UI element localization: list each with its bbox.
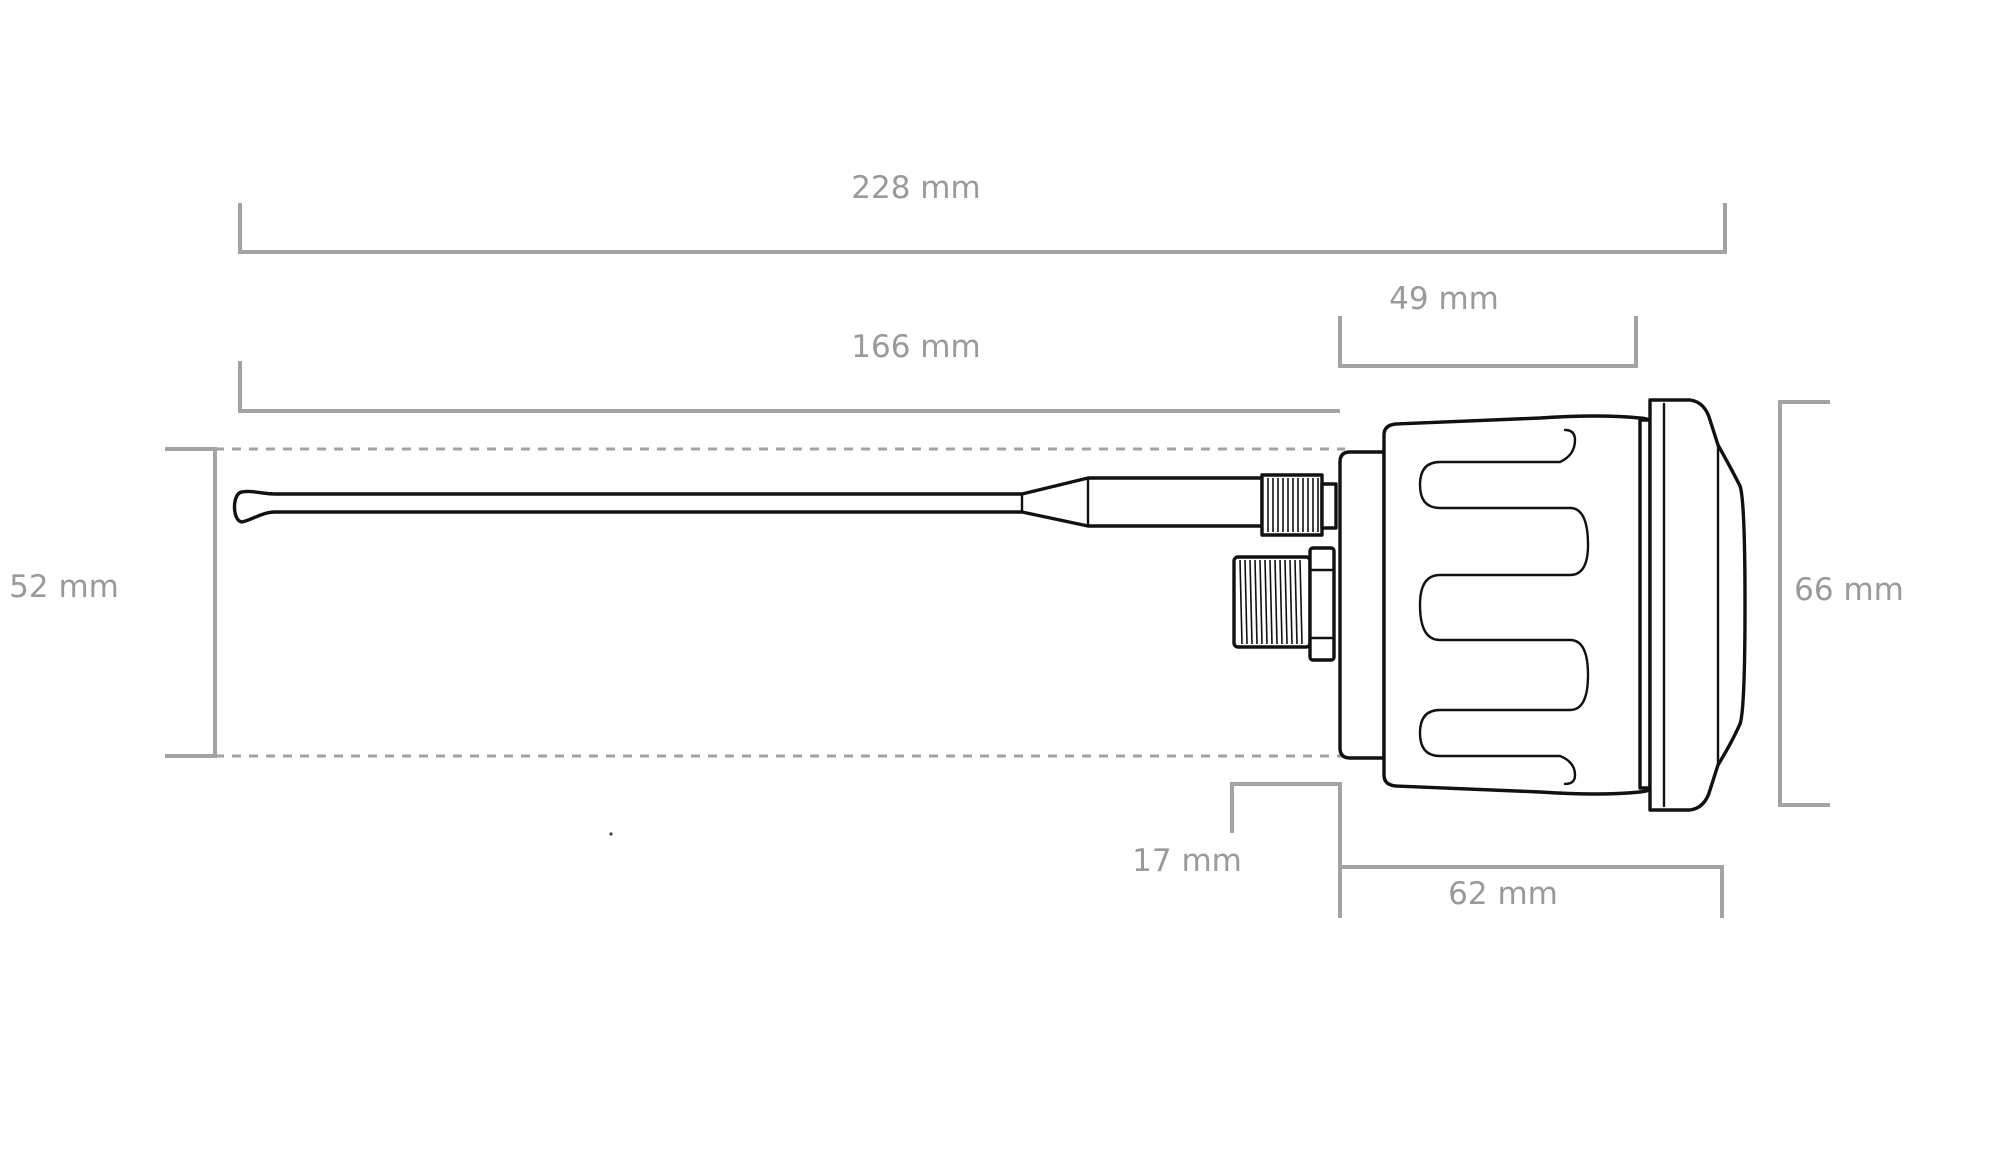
thread-line (1239, 559, 1243, 645)
dim-52-bracket (165, 447, 217, 758)
thread-line (1299, 559, 1303, 645)
thread-line (1269, 559, 1273, 645)
label-62: 62 mm (1448, 876, 1558, 912)
body-groove-2 (1418, 506, 1590, 642)
antenna-rod (232, 476, 1264, 528)
thread-line (1294, 559, 1298, 645)
thread-line (1254, 559, 1258, 645)
thread-line (1264, 559, 1268, 645)
thread-line (1284, 559, 1288, 645)
dimension-labels: 228 mm 166 mm 49 mm 52 mm 66 mm 17 mm 62… (9, 170, 1904, 912)
thread-line (1274, 559, 1278, 645)
mounting-flange (1338, 450, 1386, 760)
thread-line (1279, 559, 1283, 645)
dim-66-bracket (1778, 400, 1830, 807)
antenna-connector-nut (1320, 482, 1338, 530)
label-66: 66 mm (1794, 572, 1904, 608)
antenna-connector-knurl (1267, 478, 1319, 532)
dim-166-bracket (238, 361, 1340, 413)
stray-dot (609, 832, 613, 836)
dim-17-bracket (1230, 782, 1342, 918)
device-outline (232, 398, 1747, 812)
thread-line (1289, 559, 1293, 645)
label-228: 228 mm (851, 170, 980, 206)
dim-228-bracket (238, 203, 1727, 254)
dim-49-bracket (1338, 316, 1638, 368)
dim-62-bracket (1340, 865, 1724, 918)
label-49: 49 mm (1389, 281, 1499, 317)
thread-line (1244, 559, 1248, 645)
thread-line (1259, 559, 1263, 645)
body-groove-1 (1418, 428, 1577, 510)
thread-line (1249, 559, 1253, 645)
dimension-lines (165, 203, 1830, 918)
label-17: 17 mm (1132, 843, 1242, 879)
stud-nut (1308, 546, 1336, 662)
label-52: 52 mm (9, 569, 119, 605)
body-groove-3 (1418, 638, 1590, 786)
label-166: 166 mm (851, 329, 980, 365)
threaded-stud-threads (1239, 559, 1303, 645)
body-housing (1382, 414, 1662, 796)
front-cap (1648, 398, 1747, 812)
